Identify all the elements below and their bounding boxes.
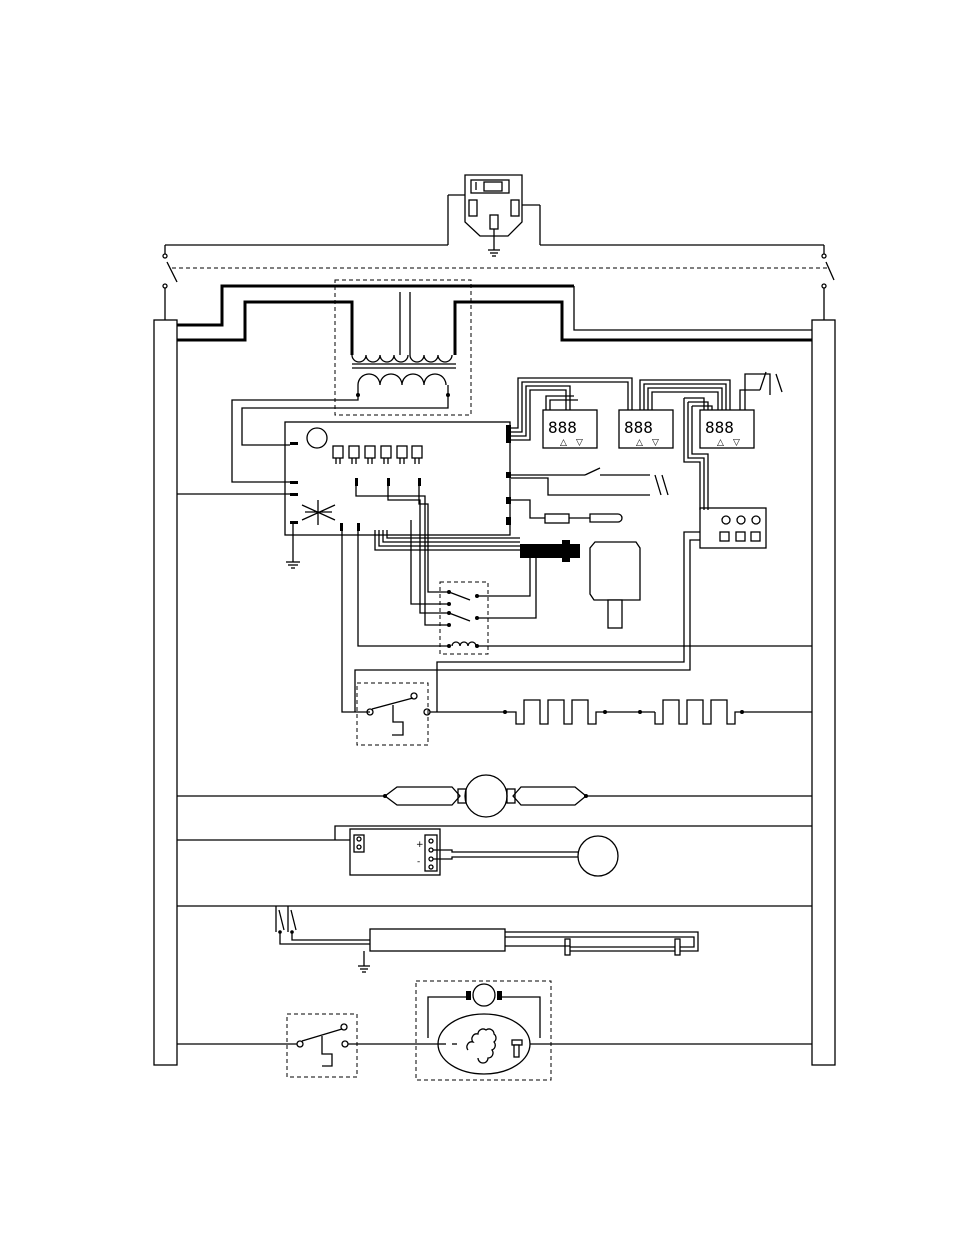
- display-door-switch: [740, 372, 782, 410]
- main-line-wires: [163, 245, 834, 320]
- display-1-up-icon: △: [560, 438, 567, 448]
- display-3: 888 △ ▽: [700, 410, 754, 448]
- transformer: [177, 280, 812, 482]
- bottom-motor-assembly: [416, 981, 812, 1080]
- display-2: 888 △ ▽: [619, 410, 673, 448]
- fan-motor: [375, 530, 640, 628]
- heater-element: [503, 700, 812, 724]
- display-1-down-icon: ▽: [576, 438, 583, 448]
- display-2-up-icon: △: [636, 438, 643, 448]
- display-1: 888 △ ▽: [543, 410, 597, 448]
- power-supply-module: + -: [177, 826, 812, 876]
- display-2-digits: 888: [624, 418, 653, 437]
- right-terminal-rail: [812, 320, 835, 1065]
- display-2-down-icon: ▽: [652, 438, 659, 448]
- minus-label: -: [417, 857, 420, 867]
- display-3-digits: 888: [705, 418, 734, 437]
- board-switch-wiring: [511, 468, 668, 523]
- display-1-digits: 888: [548, 418, 577, 437]
- display-3-up-icon: △: [717, 438, 724, 448]
- door-switch-tube: [177, 906, 812, 972]
- relay-block: [356, 486, 812, 654]
- display-3-down-icon: ▽: [733, 438, 740, 448]
- convection-fan: [177, 775, 812, 817]
- thermostat-switch: [342, 530, 505, 745]
- plus-label: +: [416, 840, 424, 850]
- relay-bank: [333, 446, 422, 464]
- bottom-switch: [177, 1014, 438, 1077]
- power-plug: [448, 175, 540, 256]
- display-ribbon-cables: [511, 378, 730, 510]
- left-terminal-rail: [154, 320, 177, 1065]
